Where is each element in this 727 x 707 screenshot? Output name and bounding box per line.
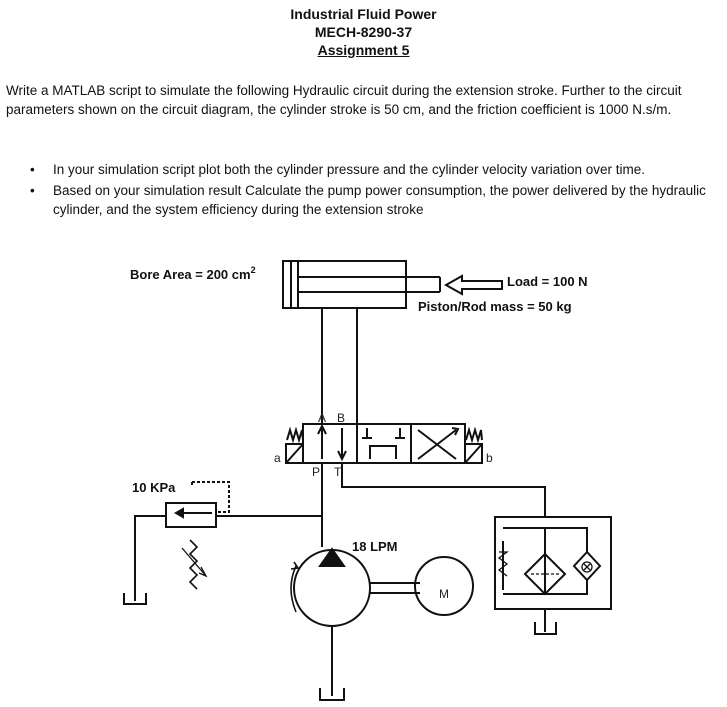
port-a-label: A (318, 411, 326, 425)
port-p-label: P (312, 465, 320, 479)
course-code: MECH-8290-37 (314, 24, 413, 40)
filter-cooler-assembly (494, 516, 612, 635)
bore-area-label: Bore Area = 200 cm2 (130, 265, 256, 282)
hydraulic-pump (290, 547, 420, 701)
mass-label: Piston/Rod mass = 50 kg (418, 299, 572, 314)
bullet-icon: • (30, 183, 35, 198)
load-arrow-icon (443, 274, 503, 296)
motor-symbol-label: M (439, 587, 449, 601)
bullet-list: • In your simulation script plot both th… (26, 160, 716, 221)
port-t-label: T (334, 465, 342, 479)
pump-flow-label: 18 LPM (352, 539, 398, 554)
port-b-label: B (337, 411, 345, 425)
course-title: Industrial Fluid Power (290, 6, 437, 22)
hydraulic-cylinder (282, 260, 441, 309)
solenoid-a-label: a (274, 451, 281, 465)
tank-return-line (341, 463, 546, 517)
assignment-title: Assignment 5 (317, 42, 410, 58)
load-label: Load = 100 N (507, 274, 588, 289)
electric-motor (414, 556, 474, 616)
solenoid-b-label: b (486, 451, 493, 465)
bullet-text: Based on your simulation result Calculat… (53, 183, 706, 217)
bullet-item: • Based on your simulation result Calcul… (26, 181, 716, 219)
directional-control-valve (285, 423, 483, 464)
bullet-item: • In your simulation script plot both th… (26, 160, 716, 179)
intro-paragraph: Write a MATLAB script to simulate the fo… (6, 83, 682, 117)
relief-valve (123, 481, 230, 605)
bullet-text: In your simulation script plot both the … (53, 162, 646, 177)
relief-setting-label: 10 KPa (132, 480, 176, 495)
bullet-icon: • (30, 162, 35, 177)
